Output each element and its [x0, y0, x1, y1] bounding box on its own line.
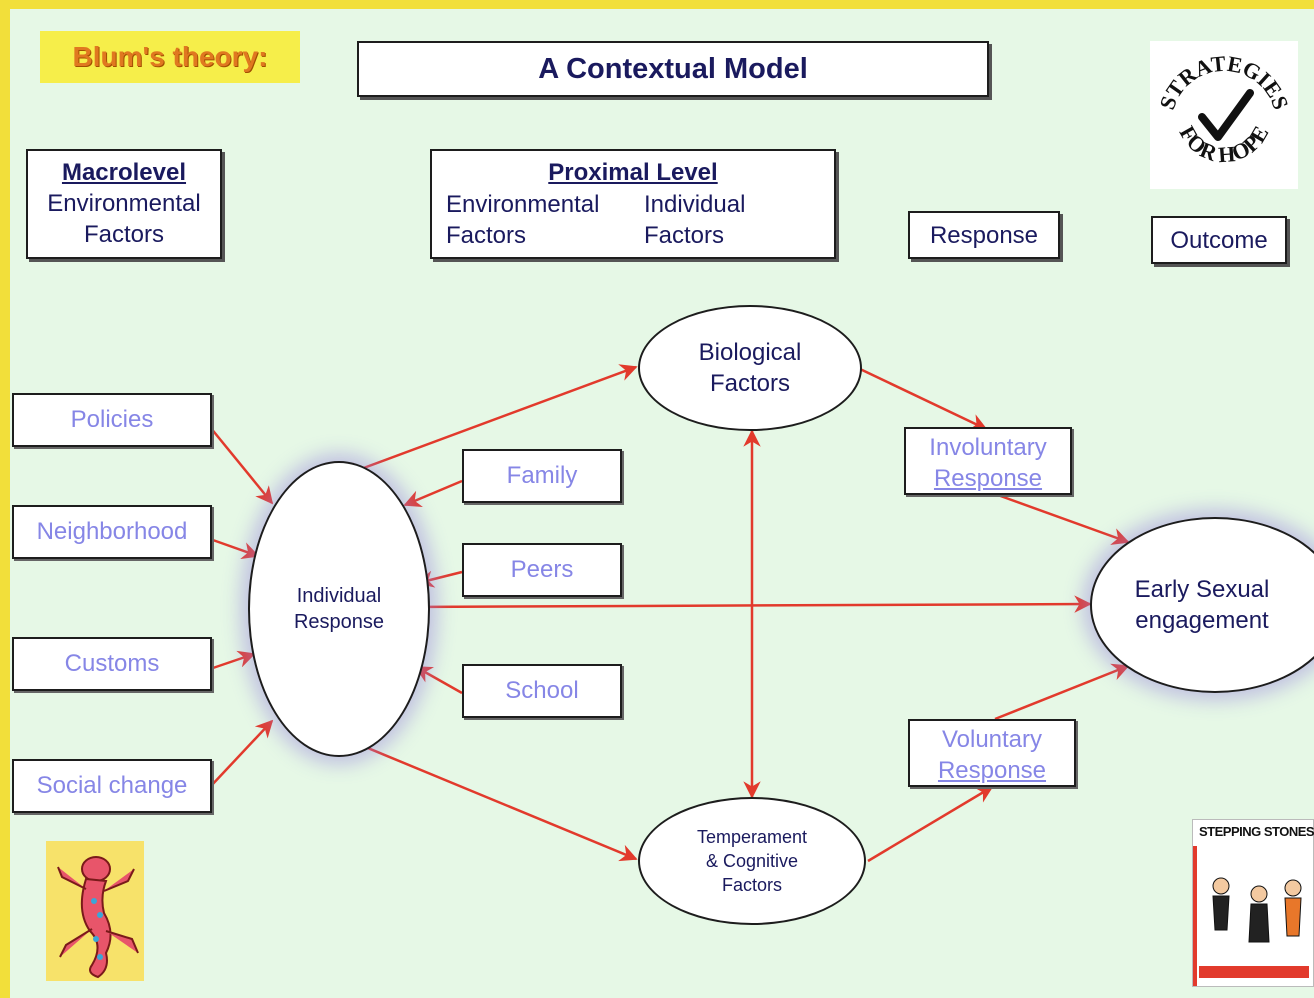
proximal-env-line1: Environmental	[446, 191, 600, 218]
biological-line1: Biological	[698, 339, 802, 366]
voluntary-line1: Voluntary	[941, 726, 1043, 753]
cartoon-figures-icon	[1193, 846, 1309, 986]
biological-line2: Factors	[709, 370, 790, 397]
individual-line2: Response	[293, 611, 385, 633]
outcome-line2: engagement	[1135, 607, 1269, 634]
slide-canvas: Blum's theory: A Contextual Model STRATE…	[10, 9, 1314, 998]
factor-neighborhood: Neighborhood	[12, 505, 212, 559]
book-title: STEPPING STONES	[1199, 824, 1314, 839]
macrolevel-line2: Factors	[83, 221, 164, 248]
temperament-line2: & Cognitive	[705, 851, 799, 871]
factor-label: Customs	[64, 650, 160, 677]
arrow-voluntary-outcome	[994, 663, 1130, 721]
arrow-family	[403, 479, 463, 507]
factor-school: School	[462, 664, 622, 718]
involuntary-line1: Involuntary	[929, 434, 1047, 461]
proximal-title: Proximal Level	[548, 159, 718, 186]
arrow-biological-involuntary	[859, 367, 988, 431]
arrow-neighborhood	[209, 537, 260, 559]
factor-label: School	[505, 677, 579, 704]
arrow-individual-outcome	[401, 595, 1092, 613]
factor-label: Policies	[70, 406, 154, 433]
arrow-policies	[209, 426, 274, 505]
arrow-individual-temperament	[344, 736, 638, 862]
stepping-stones-cover: STEPPING STONES	[1192, 819, 1314, 987]
header-outcome: Outcome	[1151, 216, 1287, 264]
voluntary-response-box: Voluntary Response	[908, 719, 1076, 787]
macrolevel-title: Macrolevel	[61, 159, 187, 186]
factor-policies: Policies	[12, 393, 212, 447]
factor-social-change: Social change	[12, 759, 212, 813]
factor-label: Neighborhood	[36, 518, 188, 545]
theory-label: Blum's theory:	[40, 31, 300, 83]
individual-line1: Individual	[296, 585, 382, 607]
involuntary-line2: Response	[933, 465, 1043, 492]
arrow-customs	[209, 650, 256, 671]
factor-label: Family	[506, 462, 578, 489]
arrow-individual-biological	[340, 364, 638, 479]
node-temperament-cognitive: Temperament & Cognitive Factors	[638, 797, 866, 925]
logo-seal-icon: STRATEGIES FOR HOPE	[1154, 51, 1294, 168]
temperament-line1: Temperament	[696, 827, 808, 847]
diagram-arrows	[209, 364, 1130, 863]
factor-customs: Customs	[12, 637, 212, 691]
temperament-line3: Factors	[721, 875, 782, 895]
header-macrolevel: Macrolevel Environmental Factors	[26, 149, 222, 259]
factor-peers: Peers	[462, 543, 622, 597]
header-response: Response	[908, 211, 1060, 259]
strategies-for-hope-logo: STRATEGIES FOR HOPE	[1150, 41, 1298, 189]
arrow-involuntary-outcome	[994, 492, 1130, 545]
gecko-logo	[46, 841, 144, 981]
page-title: A Contextual Model	[538, 52, 808, 85]
proximal-ind-line2: Factors	[644, 222, 725, 249]
node-early-sexual-engagement: Early Sexual engagement	[1090, 517, 1314, 693]
factor-label: Peers	[510, 556, 574, 583]
arrow-school	[414, 665, 463, 695]
header-proximal-level: Proximal Level Environmental Factors Ind…	[430, 149, 836, 259]
svg-text:STRATEGIES: STRATEGIES	[1154, 51, 1294, 113]
voluntary-line2: Response	[937, 757, 1047, 784]
proximal-ind-line1: Individual	[644, 191, 746, 218]
checkmark-icon	[1198, 89, 1254, 141]
factor-family: Family	[462, 449, 622, 503]
title-box: A Contextual Model	[357, 41, 989, 97]
arrow-social-change	[209, 719, 274, 788]
logo-top-text: STRATEGIES	[1154, 51, 1294, 113]
arrow-temperament-voluntary	[867, 785, 994, 863]
proximal-env-line2: Factors	[446, 222, 527, 249]
involuntary-response-box: Involuntary Response	[904, 427, 1072, 495]
node-individual-response: Individual Response	[248, 461, 430, 757]
gecko-icon	[57, 856, 139, 979]
response-header-label: Response	[929, 221, 1039, 249]
factor-label: Social change	[36, 772, 188, 799]
outcome-line1: Early Sexual	[1134, 576, 1270, 603]
outcome-header-label: Outcome	[1170, 226, 1268, 254]
macrolevel-line1: Environmental	[47, 190, 201, 217]
theory-label-text: Blum's theory:	[72, 41, 268, 72]
node-biological-factors: Biological Factors	[638, 305, 862, 431]
